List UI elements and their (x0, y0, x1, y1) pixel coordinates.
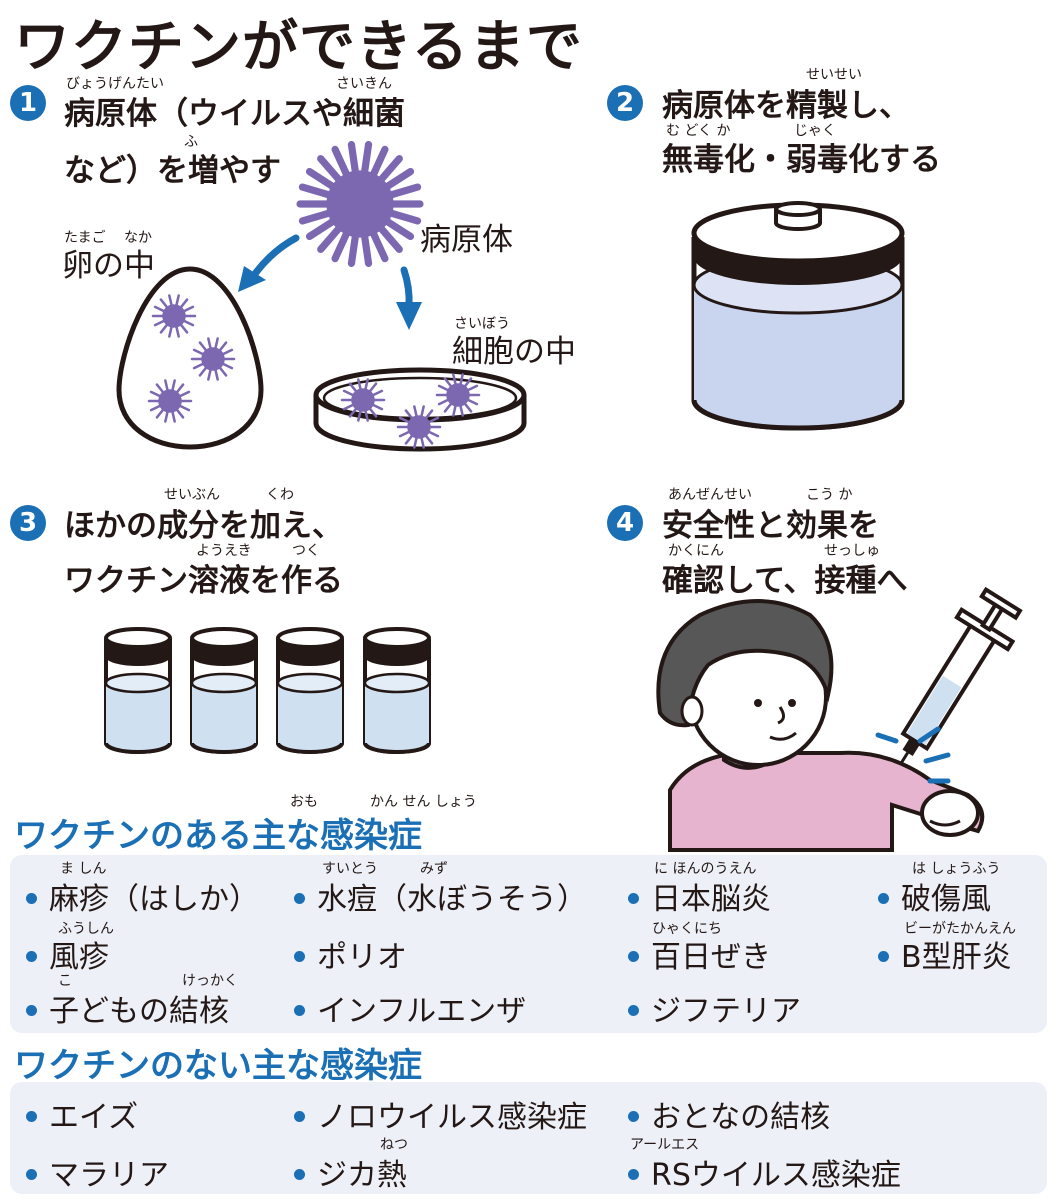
disease-ruby: ビーがたかんえん (904, 921, 1016, 937)
disease-item: ジフテリア (628, 986, 801, 1030)
without-vaccine-title: ワクチンのない主な感染症 (14, 1046, 422, 1086)
bullet-icon (26, 951, 37, 962)
bullet-icon (628, 1005, 639, 1016)
with-vaccine-title: ワクチンのある主な感染症 (14, 816, 422, 856)
step-4-badge: 4 (607, 505, 643, 541)
step-1-ruby-2: さいきん (336, 76, 392, 92)
disease-ruby: アールエス (630, 1137, 700, 1153)
pathogen-virus-icon (296, 141, 424, 267)
bullet-icon (26, 1005, 37, 1016)
step-1-ruby-3: ふ (184, 134, 198, 150)
step-2-ruby-3: じゃく (794, 123, 836, 139)
egg-label: 卵の中 (62, 248, 155, 284)
step-1-line-1: 病原体（ウイルスや細菌 (64, 96, 405, 132)
bullet-icon (628, 951, 639, 962)
disease-item: ジカ熱 (294, 1150, 407, 1194)
disease-item: ノロウイルス感染症 (294, 1092, 587, 1136)
step-3-ruby-2: くわ (266, 487, 294, 503)
disease-item: 子どもの結核 (26, 986, 229, 1030)
disease-item: インフルエンザ (294, 986, 526, 1030)
vial-2-illustration (190, 627, 258, 754)
disease-ruby: ねつ (380, 1137, 408, 1153)
bullet-icon (878, 893, 889, 904)
step-2-line-2: 無毒化・弱毒化する (662, 142, 941, 178)
with-vaccine-ruby-1: おも (290, 794, 318, 810)
step-3-line-2: ワクチン溶液を作る (64, 563, 343, 599)
bullet-icon (294, 1111, 305, 1122)
step-1-line-2: など）を増やす (64, 153, 281, 189)
disease-item: おとなの結核 (628, 1092, 830, 1136)
pathogen-label: 病原体 (420, 222, 513, 258)
step-3-badge: 3 (10, 505, 46, 541)
with-vaccine-panel (10, 855, 1047, 1033)
bullet-icon (294, 951, 305, 962)
step-2-ruby-1: せいせい (806, 67, 862, 83)
step-2-line-1: 病原体を精製し、 (662, 88, 910, 124)
vial-3-illustration (276, 627, 344, 754)
dish-virus-3-icon (396, 405, 442, 449)
disease-item: 破傷風 (878, 874, 991, 918)
disease-ruby: は しょうふう (912, 861, 1001, 877)
egg-ruby: たまご なか (64, 230, 153, 246)
disease-ruby: けっかく (182, 973, 238, 989)
step-3-ruby-3: ようえき (196, 543, 252, 559)
purification-tank-illustration (691, 201, 905, 431)
page-title: ワクチンができるまで (14, 15, 583, 80)
disease-item: B型肝炎 (878, 932, 1012, 976)
step-4-ruby-3: かくにん (668, 543, 724, 559)
egg-virus-2-icon (190, 337, 236, 381)
step-4-ruby-1: あんぜんせい (668, 487, 752, 503)
step-1-badge: 1 (10, 85, 46, 121)
disease-item: 日本脳炎 (628, 874, 771, 918)
disease-item: ポリオ (294, 932, 407, 976)
disease-ruby: こ (58, 973, 72, 989)
disease-ruby: に ほんのうえん (654, 861, 757, 877)
disease-item: 麻疹（はしか） (26, 874, 259, 918)
step-2-badge: 2 (607, 85, 643, 121)
bullet-icon (628, 1169, 639, 1180)
bullet-icon (26, 1169, 37, 1180)
bullet-icon (628, 1111, 639, 1122)
disease-item: 風疹 (26, 932, 109, 976)
step-4-ruby-2: こう か (806, 487, 853, 503)
bullet-icon (26, 1111, 37, 1122)
disease-item: RSウイルス感染症 (628, 1150, 901, 1194)
with-vaccine-ruby-2: かん せん しょう (370, 794, 477, 810)
bullet-icon (294, 1005, 305, 1016)
arrow-to-cell-icon (396, 266, 422, 330)
vial-4-illustration (363, 627, 431, 754)
vial-1-illustration (104, 627, 172, 754)
without-vaccine-panel (10, 1082, 1047, 1194)
step-3-line-1: ほかの成分を加え、 (64, 508, 343, 544)
step-2-ruby-2: む どく か (666, 123, 731, 139)
dish-virus-1-icon (340, 378, 386, 422)
dish-virus-2-icon (435, 373, 481, 417)
disease-ruby: ま しん (60, 861, 107, 877)
disease-item: 百日ぜき (628, 932, 771, 976)
disease-item: マラリア (26, 1150, 169, 1194)
disease-ruby: すいとう みず (322, 861, 448, 877)
vaccination-child-illustration (656, 586, 1023, 852)
bullet-icon (628, 893, 639, 904)
cell-label: 細胞の中 (452, 334, 576, 370)
step-3-ruby-4: つく (292, 543, 320, 559)
egg-illustration (116, 266, 264, 450)
cell-ruby: さいぼう (454, 316, 510, 332)
step-4-line-1: 安全性と効果を (662, 508, 879, 544)
step-1-ruby-1: びょうげんたい (66, 76, 164, 92)
step-4-line-2: 確認して、接種へ (662, 563, 908, 599)
disease-item: エイズ (26, 1092, 138, 1136)
bullet-icon (294, 1169, 305, 1180)
arrow-to-egg-icon (238, 234, 300, 292)
egg-virus-3-icon (147, 379, 193, 423)
step-4-ruby-4: せっしゅ (824, 543, 880, 559)
disease-ruby: ひゃくにち (652, 921, 722, 937)
disease-ruby: ふうしん (58, 921, 114, 937)
disease-item: 水痘（水ぼうそう） (294, 874, 587, 918)
step-3-ruby-1: せいぶん (164, 487, 220, 503)
egg-virus-1-icon (151, 294, 197, 338)
bullet-icon (26, 893, 37, 904)
bullet-icon (878, 951, 889, 962)
bullet-icon (294, 893, 305, 904)
